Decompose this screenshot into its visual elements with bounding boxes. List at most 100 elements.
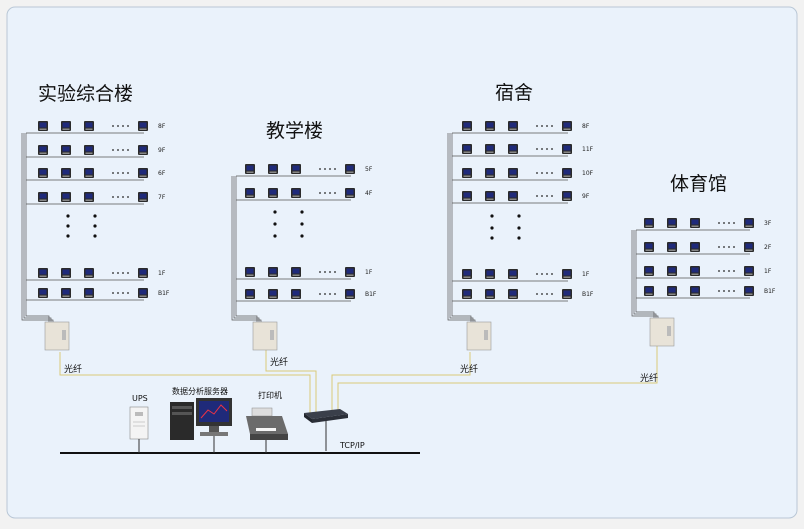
ellipsis-dot [112, 149, 114, 151]
floor-label: B1F [365, 291, 377, 298]
omitted-floor-dot [93, 234, 97, 238]
floor-label: 4F [365, 190, 373, 197]
floor-label: 8F [582, 123, 590, 130]
ellipsis-dot [122, 292, 124, 294]
ellipsis-dot [541, 195, 543, 197]
ellipsis-dot [112, 272, 114, 274]
ellipsis-dot [319, 168, 321, 170]
omitted-floor-dot [273, 210, 277, 214]
ellipsis-dot [334, 192, 336, 194]
ellipsis-dot [546, 125, 548, 127]
meter-icon [485, 144, 495, 154]
ellipsis-dot [334, 271, 336, 273]
ellipsis-dot [319, 271, 321, 273]
riser-wire [231, 176, 262, 322]
ellipsis-dot [112, 292, 114, 294]
ellipsis-dot [122, 149, 124, 151]
meter-icon [644, 286, 654, 296]
ellipsis-dot [536, 273, 538, 275]
meters-layer [21, 121, 754, 322]
meter-icon [667, 286, 677, 296]
fiber-line-4 [337, 346, 658, 415]
omitted-floor-dot [517, 226, 521, 230]
ellipsis-dot [127, 172, 129, 174]
floor-label: 8F [158, 123, 166, 130]
meter-icon [61, 168, 71, 178]
ellipsis-dot [122, 196, 124, 198]
floor-labels: 8F9F6F7F1FB1F5F4F1FB1F8F11F10F9F1FB1F3F2… [158, 123, 776, 298]
ellipsis-dot [541, 148, 543, 150]
meter-icon [84, 288, 94, 298]
meter-icon [485, 269, 495, 279]
meter-icon [690, 266, 700, 276]
omitted-floor-dot [490, 214, 494, 218]
omitted-floor-dot [490, 226, 494, 230]
floor-label: 7F [158, 194, 166, 201]
ups-icon [129, 406, 149, 440]
ellipsis-dot [546, 172, 548, 174]
floor-label: 10F [582, 170, 594, 177]
ellipsis-dot [112, 196, 114, 198]
meter-icon [690, 286, 700, 296]
meter-icon [508, 144, 518, 154]
ellipsis-dot [117, 292, 119, 294]
ellipsis-dot [536, 172, 538, 174]
ellipsis-dot [536, 195, 538, 197]
building-title: 实验综合楼 [38, 83, 133, 105]
fiber-lines [59, 346, 658, 415]
meter-icon [644, 242, 654, 252]
ellipsis-dot [112, 125, 114, 127]
meter-icon [462, 121, 472, 131]
omitted-floor-dot [66, 224, 70, 228]
ellipsis-dot [733, 246, 735, 248]
ellipsis-dot [329, 192, 331, 194]
meter-icon [61, 121, 71, 131]
ellipsis-dot [546, 273, 548, 275]
ellipsis-dot [329, 271, 331, 273]
riser-wire [451, 133, 472, 322]
ellipsis-dot [127, 272, 129, 274]
meter-icon [61, 192, 71, 202]
meter-icon [667, 266, 677, 276]
meter-icon [61, 145, 71, 155]
building-title: 教学楼 [266, 120, 323, 142]
fiber-label: 光纤 [64, 363, 82, 375]
meter-icon [268, 164, 278, 174]
fiber-label: 光纤 [640, 372, 658, 384]
floor-label: B1F [764, 288, 776, 295]
floor-label: 11F [582, 146, 594, 153]
meter-icon [84, 145, 94, 155]
ups-label: UPS [132, 394, 148, 403]
meter-icon [268, 267, 278, 277]
meter-icon [138, 192, 148, 202]
omitted-floor-dot [517, 214, 521, 218]
ellipsis-dot [127, 196, 129, 198]
omitted-floor-dot [273, 234, 277, 238]
meter-icon [562, 144, 572, 154]
meter-icon [345, 188, 355, 198]
omitted-floor-dot [93, 224, 97, 228]
ellipsis-dot [112, 172, 114, 174]
meter-icon [38, 192, 48, 202]
meter-icon [138, 288, 148, 298]
ellipsis-dot [324, 192, 326, 194]
meter-icon [138, 121, 148, 131]
diagram-background [6, 6, 798, 519]
meter-icon [690, 242, 700, 252]
ellipsis-dot [536, 148, 538, 150]
meter-icon [508, 121, 518, 131]
ellipsis-dot [551, 172, 553, 174]
ellipsis-dot [728, 222, 730, 224]
riser-wire [447, 133, 476, 322]
meter-icon [84, 192, 94, 202]
meter-icon [485, 289, 495, 299]
ellipsis-dot [541, 293, 543, 295]
ellipsis-dot [117, 272, 119, 274]
meter-icon [61, 268, 71, 278]
omitted-floor-dot [93, 214, 97, 218]
ellipsis-dot [551, 293, 553, 295]
ellipsis-dot [122, 172, 124, 174]
ellipsis-dot [723, 246, 725, 248]
fiber-label: 光纤 [270, 356, 288, 368]
meter-icon [84, 268, 94, 278]
